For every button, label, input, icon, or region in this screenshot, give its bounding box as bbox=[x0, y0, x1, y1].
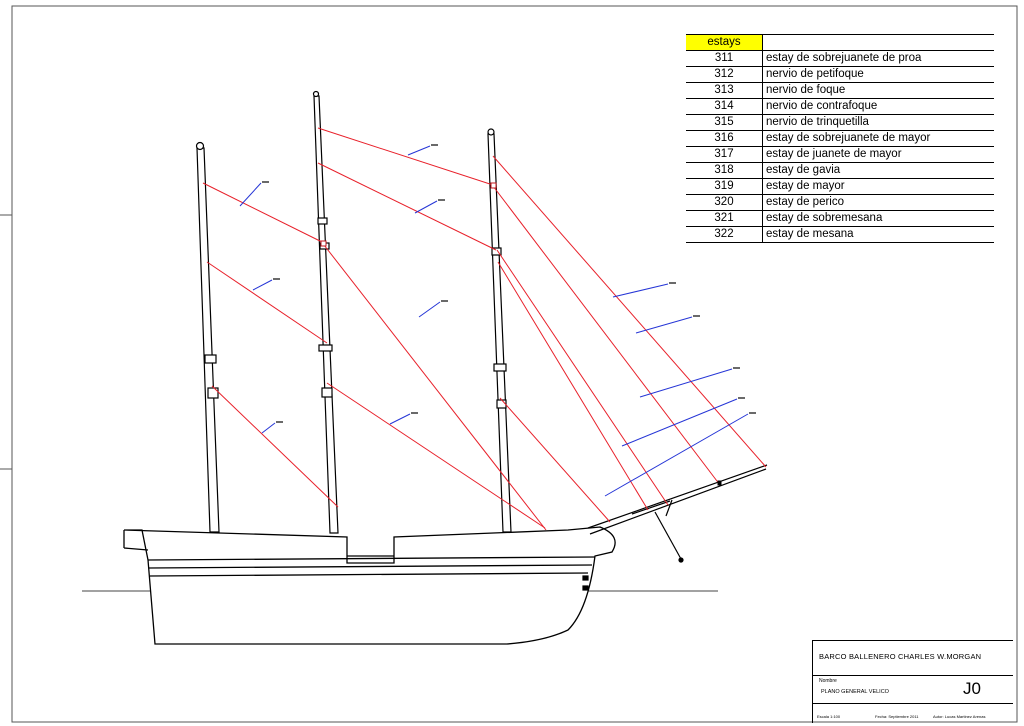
legend-number: 320 bbox=[686, 194, 763, 211]
stay-line bbox=[492, 185, 721, 486]
legend-number: 321 bbox=[686, 210, 763, 227]
main-mast bbox=[313, 95, 339, 534]
leader-line bbox=[261, 422, 276, 434]
legend-number: 319 bbox=[686, 178, 763, 195]
leader-line bbox=[639, 368, 733, 398]
legend-description: estay de gavia bbox=[762, 162, 994, 179]
sheet-code: J0 bbox=[963, 679, 981, 698]
stay-line bbox=[211, 385, 339, 508]
sheet-name-label: Nombre bbox=[819, 678, 837, 684]
legend-header-blank bbox=[762, 34, 994, 51]
stay-line bbox=[497, 261, 649, 511]
stay-line bbox=[202, 182, 325, 244]
legend-number: 314 bbox=[686, 98, 763, 115]
title-block-divider bbox=[813, 675, 1013, 676]
legend-description: estay de perico bbox=[762, 194, 994, 211]
leader-line bbox=[621, 398, 738, 447]
legend-header-row: estays bbox=[686, 34, 994, 51]
legend-number: 322 bbox=[686, 226, 763, 243]
leader-line bbox=[635, 316, 693, 334]
legend-description: nervio de trinquetilla bbox=[762, 114, 994, 131]
fore-mast bbox=[196, 147, 220, 533]
ship-name: BARCO BALLENERO CHARLES W.MORGAN bbox=[819, 652, 982, 661]
leader-line bbox=[612, 283, 669, 298]
bowsprit bbox=[582, 464, 768, 591]
scale-text: Escala 1:100 bbox=[817, 714, 841, 719]
legend-number: 316 bbox=[686, 130, 763, 147]
stay-line bbox=[317, 162, 497, 251]
author-text: Autor: Lucas Martinez Arenas bbox=[933, 714, 986, 719]
legend-number: 313 bbox=[686, 82, 763, 99]
fittings bbox=[320, 182, 722, 486]
legend-description: nervio de contrafoque bbox=[762, 98, 994, 115]
leader-line bbox=[252, 279, 273, 291]
legend-description: nervio de foque bbox=[762, 82, 994, 99]
hull bbox=[123, 526, 616, 645]
leaders bbox=[239, 145, 749, 497]
legend-number: 317 bbox=[686, 146, 763, 163]
legend-number: 311 bbox=[686, 50, 763, 67]
leader-line bbox=[389, 413, 411, 425]
leader-line bbox=[239, 182, 262, 207]
legend-number: 318 bbox=[686, 162, 763, 179]
leader-line bbox=[414, 200, 438, 214]
legend-description: estay de mayor bbox=[762, 178, 994, 195]
legend-number: 312 bbox=[686, 66, 763, 83]
legend-header-label: estays bbox=[686, 34, 763, 51]
leader-line bbox=[407, 145, 431, 156]
title-block-divider bbox=[813, 703, 1013, 704]
stay-line bbox=[323, 244, 547, 531]
title-block: BARCO BALLENERO CHARLES W.MORGAN Nombre … bbox=[812, 640, 1013, 723]
leader-line bbox=[418, 301, 441, 318]
stay-line bbox=[326, 382, 546, 529]
stay-line bbox=[499, 397, 611, 523]
legend-description: estay de mesana bbox=[762, 226, 994, 243]
mizzen-mast bbox=[487, 133, 512, 533]
legend-description: estay de sobrejuanete de mayor bbox=[762, 130, 994, 147]
stays bbox=[202, 127, 767, 531]
date-text: Fecha: Septiembre 2011 bbox=[875, 714, 919, 719]
stay-line bbox=[492, 155, 767, 468]
leader-line bbox=[604, 413, 749, 497]
legend-description: estay de juanete de mayor bbox=[762, 146, 994, 163]
legend-number: 315 bbox=[686, 114, 763, 131]
stay-line bbox=[206, 261, 328, 344]
sheet-name: PLANO GENERAL VELICO bbox=[821, 689, 889, 695]
leader-tags bbox=[262, 144, 756, 423]
legend-description: estay de sobrejuanete de proa bbox=[762, 50, 994, 67]
sheet-border bbox=[11, 5, 1018, 723]
masts bbox=[195, 90, 512, 534]
stay-line bbox=[317, 127, 494, 186]
legend-description: estay de sobremesana bbox=[762, 210, 994, 227]
legend-description: nervio de petifoque bbox=[762, 66, 994, 83]
stay-line bbox=[496, 249, 669, 506]
